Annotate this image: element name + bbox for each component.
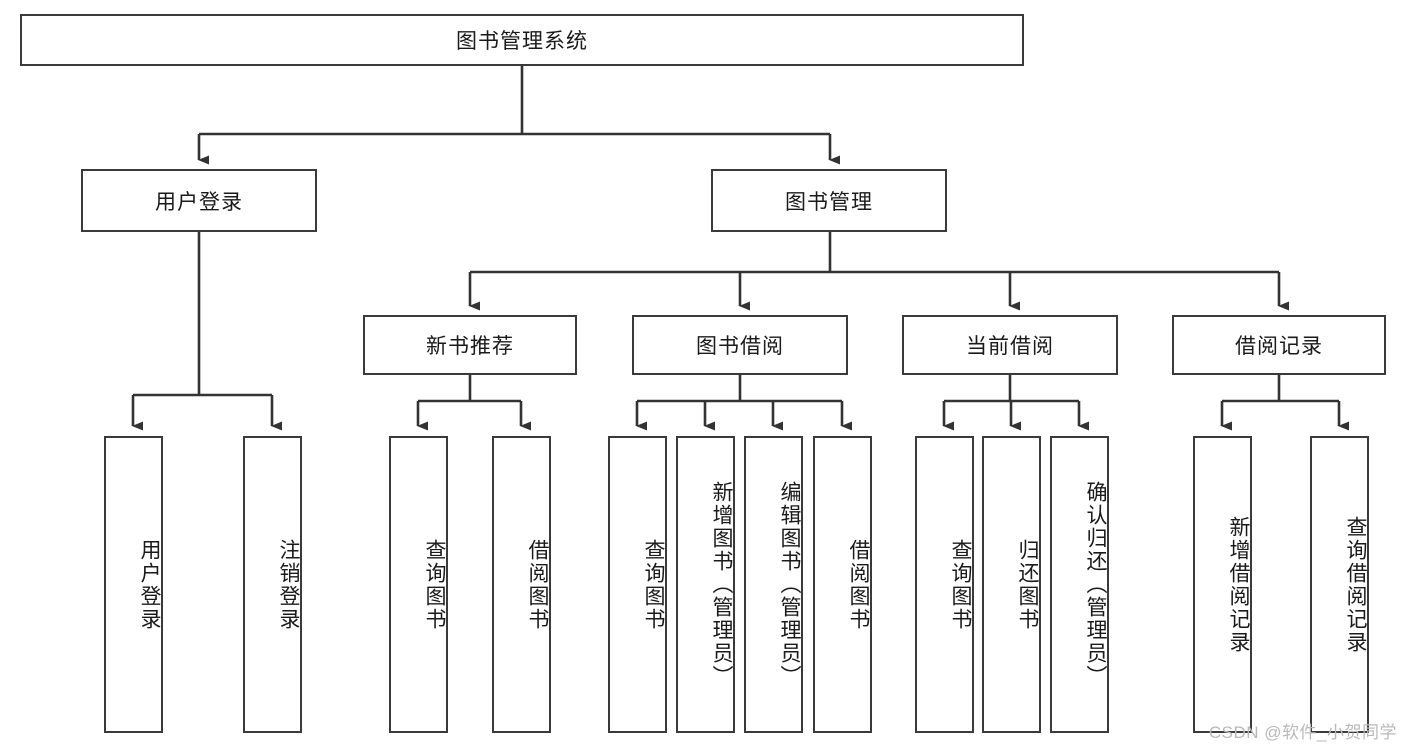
node-book-management-label: 图书管理 — [785, 190, 873, 214]
leaf-borrow-book-2-label: 借阅图书 — [847, 538, 870, 631]
node-book-borrow-label: 图书借阅 — [696, 335, 784, 358]
node-user-login[interactable]: 用户登录 — [81, 169, 317, 232]
leaf-edit-book[interactable]: 编辑图书（管理员） — [744, 436, 803, 733]
leaf-edit-book-label: 编辑图书（管理员） — [778, 481, 801, 688]
leaf-confirm-return[interactable]: 确认归还（管理员） — [1050, 436, 1109, 733]
node-new-book-recommend-label: 新书推荐 — [426, 335, 514, 358]
leaf-borrow-book-1[interactable]: 借阅图书 — [492, 436, 551, 733]
node-user-login-label: 用户登录 — [155, 190, 243, 214]
leaf-logout-login-label: 注销登录 — [277, 538, 300, 631]
node-current-borrow[interactable]: 当前借阅 — [902, 315, 1118, 375]
leaf-query-borrow-record[interactable]: 查询借阅记录 — [1310, 436, 1369, 733]
leaf-add-borrow-record[interactable]: 新增借阅记录 — [1193, 436, 1252, 733]
leaf-query-book-1-label: 查询图书 — [423, 538, 446, 631]
leaf-add-borrow-record-label: 新增借阅记录 — [1227, 515, 1250, 654]
leaf-return-book-label: 归还图书 — [1016, 538, 1039, 631]
csdn-watermark: CSDN @软件_小贺同学 — [1208, 723, 1397, 742]
leaf-query-borrow-record-label: 查询借阅记录 — [1344, 515, 1367, 654]
leaf-query-book-3-label: 查询图书 — [949, 538, 972, 631]
leaf-add-book[interactable]: 新增图书（管理员） — [676, 436, 735, 733]
leaf-logout-login[interactable]: 注销登录 — [243, 436, 302, 733]
leaf-borrow-book-2[interactable]: 借阅图书 — [813, 436, 872, 733]
node-borrow-record[interactable]: 借阅记录 — [1172, 315, 1386, 375]
leaf-query-book-3[interactable]: 查询图书 — [915, 436, 974, 733]
leaf-user-login[interactable]: 用户登录 — [104, 436, 163, 733]
node-borrow-record-label: 借阅记录 — [1235, 335, 1323, 358]
leaf-add-book-label: 新增图书（管理员） — [710, 481, 733, 688]
leaf-borrow-book-1-label: 借阅图书 — [526, 538, 549, 631]
node-root-label: 图书管理系统 — [456, 30, 588, 53]
node-book-borrow[interactable]: 图书借阅 — [632, 315, 848, 375]
node-current-borrow-label: 当前借阅 — [966, 335, 1054, 358]
leaf-query-book-1[interactable]: 查询图书 — [389, 436, 448, 733]
leaf-return-book[interactable]: 归还图书 — [982, 436, 1041, 733]
leaf-query-book-2[interactable]: 查询图书 — [608, 436, 667, 733]
node-root[interactable]: 图书管理系统 — [20, 14, 1024, 66]
leaf-user-login-label: 用户登录 — [138, 538, 161, 631]
leaf-confirm-return-label: 确认归还（管理员） — [1084, 481, 1107, 688]
node-new-book-recommend[interactable]: 新书推荐 — [363, 315, 577, 375]
node-book-management[interactable]: 图书管理 — [711, 169, 947, 232]
leaf-query-book-2-label: 查询图书 — [642, 538, 665, 631]
